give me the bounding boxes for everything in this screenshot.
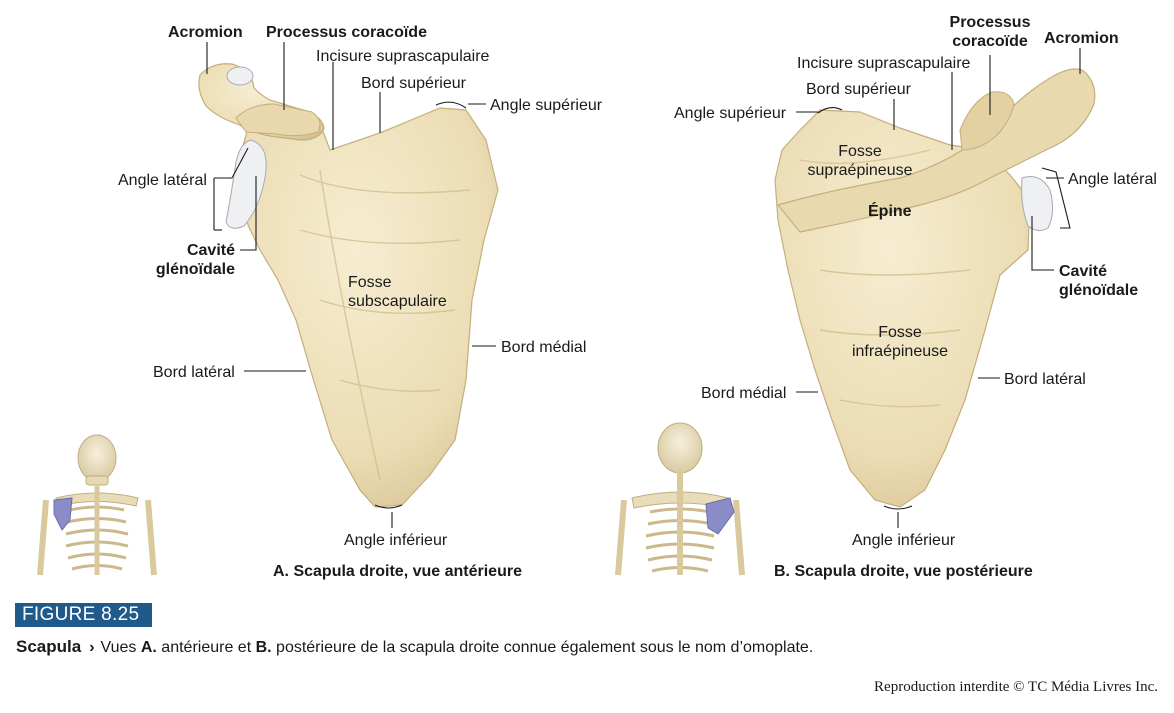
label-lateral-border-a: Bord latéral — [153, 364, 235, 381]
label-supraspinous-fossa-line1: Fosse — [838, 143, 882, 160]
scapula-anterior-body — [239, 107, 499, 508]
caption-arrow-icon: › — [89, 639, 95, 656]
coracoid-posterior — [959, 91, 1015, 151]
label-coracoid-a: Processus coracoïde — [266, 24, 427, 41]
label-glenoid-a: Cavité glénoïdale — [128, 241, 235, 279]
label-supraspinous-fossa-line2: supraépineuse — [807, 162, 913, 179]
label-lateral-border-b: Bord latéral — [1004, 371, 1086, 388]
label-glenoid-b-line2: glénoïdale — [1059, 282, 1139, 299]
label-suprascapular-notch-a: Incisure suprascapulaire — [316, 48, 490, 65]
scapula-highlight-posterior — [705, 497, 735, 535]
label-inferior-angle-b: Angle inférieur — [852, 532, 956, 549]
label-glenoid-a-line2: glénoïdale — [155, 261, 235, 278]
label-glenoid-b-line1: Cavité — [1059, 263, 1108, 280]
leader-lines — [206, 42, 1081, 528]
label-coracoid-b-line1: Processus — [949, 14, 1031, 31]
label-subscapular-fossa-line2: subscapulaire — [348, 293, 447, 310]
figure-caption: Scapula › Vues A. antérieure et B. postéri… — [16, 637, 813, 657]
label-superior-border-b: Bord supérieur — [806, 81, 911, 98]
caption-view-b: B. Scapula droite, vue postérieure — [774, 563, 1033, 580]
label-acromion-a: Acromion — [168, 24, 243, 41]
label-superior-angle-b: Angle supérieur — [674, 105, 787, 122]
acromion-facet-anterior — [226, 66, 254, 86]
label-infraspinous-fossa-line2: infraépineuse — [851, 343, 949, 360]
scapula-posterior-view — [774, 68, 1096, 508]
caption-text-3: postérieure de la scapula droite connue … — [271, 639, 814, 656]
caption-text-1: Vues — [100, 639, 141, 656]
scapula-anterior-view — [198, 63, 499, 508]
label-superior-angle-a: Angle supérieur — [490, 97, 603, 114]
label-supraspinous-fossa: Fosse supraépineuse — [800, 142, 920, 180]
label-infraspinous-fossa-line1: Fosse — [878, 324, 922, 341]
label-coracoid-b-line2: coracoïde — [952, 33, 1028, 50]
label-lateral-angle-b: Angle latéral — [1068, 171, 1157, 188]
label-coracoid-b: Processus coracoïde — [940, 13, 1040, 51]
label-glenoid-b: Cavité glénoïdale — [1059, 262, 1138, 300]
scapular-spine — [776, 68, 1096, 233]
label-acromion-b: Acromion — [1044, 30, 1119, 47]
label-spine: Épine — [868, 203, 912, 220]
label-subscapular-fossa: Fosse subscapulaire — [348, 273, 447, 311]
copyright-notice: Reproduction interdite © TC Média Livres… — [874, 679, 1158, 695]
label-glenoid-a-line1: Cavité — [186, 242, 235, 259]
caption-view-a: A. Scapula droite, vue antérieure — [273, 563, 522, 580]
skeleton-thumbnail-anterior — [37, 434, 157, 576]
label-lateral-angle-a: Angle latéral — [118, 172, 207, 189]
label-subscapular-fossa-line1: Fosse — [348, 274, 392, 291]
caption-ref-b: B. — [255, 639, 272, 656]
glenoid-cartilage-posterior — [1021, 176, 1054, 232]
coracoid-anterior — [235, 103, 321, 137]
label-superior-border-a: Bord supérieur — [361, 75, 466, 92]
caption-ref-a: A. — [140, 639, 157, 656]
label-medial-border-b: Bord médial — [701, 385, 787, 402]
scapula-highlight-anterior — [53, 497, 73, 531]
label-infraspinous-fossa: Fosse infraépineuse — [840, 323, 960, 361]
label-suprascapular-notch-b: Incisure suprascapulaire — [797, 55, 971, 72]
caption-title: Scapula — [16, 637, 82, 656]
figure-number-badge: FIGURE 8.25 — [15, 603, 152, 627]
caption-text-2: antérieure et — [156, 639, 256, 656]
skeleton-thumbnail-posterior — [615, 422, 745, 576]
label-inferior-angle-a: Angle inférieur — [344, 532, 448, 549]
label-medial-border-a: Bord médial — [501, 339, 587, 356]
